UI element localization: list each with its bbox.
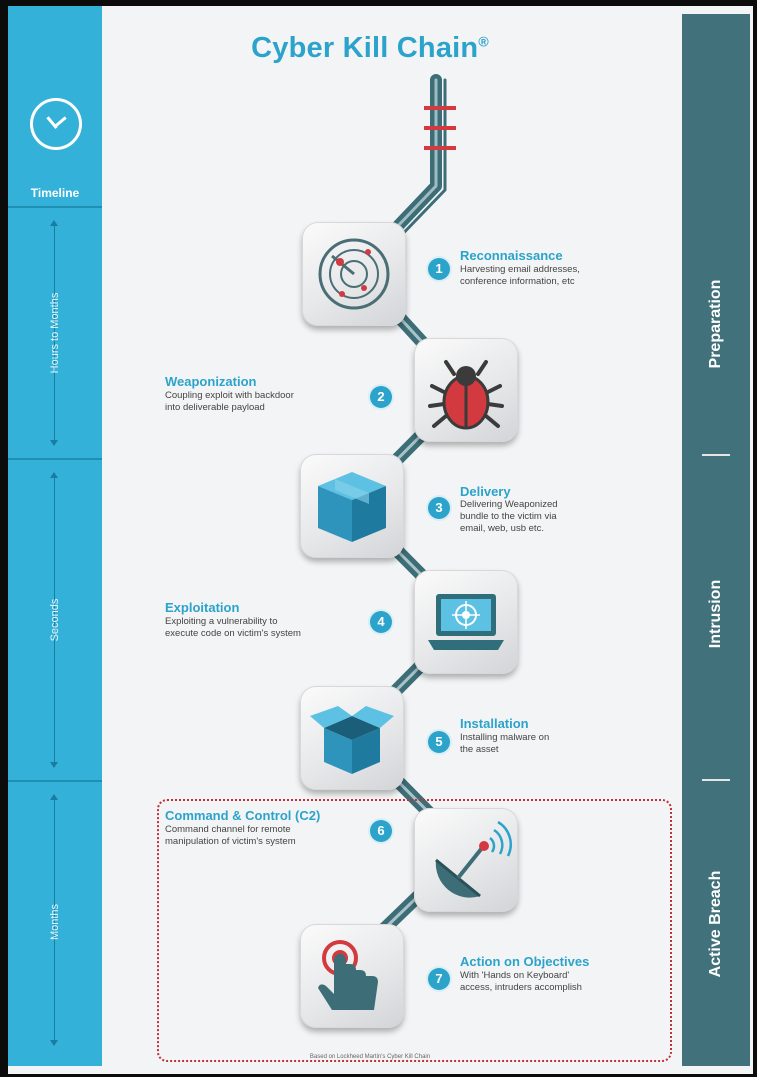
step-title-reconnaissance: Reconnaissance [460,248,563,263]
step-desc-installation: Installing malware on the asset [460,732,550,755]
phase-divider [702,454,730,456]
timeline-divider [8,206,102,208]
tile-installation [300,686,404,790]
page-title: Cyber Kill Chain® [200,32,540,65]
step-desc-weaponization: Coupling exploit with backdoor into deli… [165,390,294,413]
step-title-exploitation: Exploitation [165,600,240,615]
footer-credit: Based on Lockheed Martin's Cyber Kill Ch… [309,1054,431,1060]
step-desc-reconnaissance: Harvesting email addresses, conference i… [460,264,580,287]
step-badge: 1 [428,258,450,280]
open-box-icon [310,706,394,774]
tile-action-on-objectives [300,924,404,1028]
double-arrow-icon [50,472,58,768]
timeline-divider [8,780,102,782]
clock-icon [30,98,82,150]
double-arrow-icon [50,220,58,446]
step-badge: 2 [370,386,392,408]
timeline-divider [8,458,102,460]
step-badge: 4 [370,611,392,633]
laptop-target-icon [428,594,504,650]
double-arrow-icon [50,794,58,1046]
radar-icon [318,238,390,310]
timeline-segment-seconds: Seconds [8,460,102,780]
step-title-command-control: Command & Control (C2) [165,808,321,823]
active-breach-region [157,799,672,1062]
tile-command-control [414,808,518,912]
step-badge: 5 [428,731,450,753]
cable-rings [424,106,456,150]
step-desc-exploitation: Exploiting a vulnerability to execute co… [165,616,301,639]
satellite-dish-icon [435,820,512,898]
title-text: Cyber Kill Chain [251,32,479,64]
tile-reconnaissance [302,222,406,326]
finger-press-button-icon [318,940,378,1010]
step-desc-action-on-objectives: With 'Hands on Keyboard' access, intrude… [460,970,582,993]
tile-exploitation [414,570,518,674]
step-title-weaponization: Weaponization [165,374,257,389]
timeline-title: Timeline [30,186,80,200]
timeline-bar: Timeline Hours to Months Seconds Months [8,6,102,1066]
phase-bar: Preparation Intrusion Active Breach [682,14,750,1066]
step-badge: 6 [370,820,392,842]
package-icon [318,472,386,542]
step-badge: 7 [428,968,450,990]
step-title-installation: Installation [460,716,529,731]
timeline-segment-hours: Hours to Months [8,208,102,458]
step-desc-command-control: Command channel for remote manipulation … [165,824,296,847]
bug-icon [428,360,504,430]
tile-delivery [300,454,404,558]
phase-divider [702,779,730,781]
step-title-action-on-objectives: Action on Objectives [460,954,590,969]
step-title-delivery: Delivery [460,484,511,499]
timeline-segment-months: Months [8,782,102,1062]
registered-mark: ® [478,33,489,50]
step-badge: 3 [428,497,450,519]
step-desc-delivery: Delivering Weaponized bundle to the vict… [460,499,558,534]
tile-weaponization [414,338,518,442]
